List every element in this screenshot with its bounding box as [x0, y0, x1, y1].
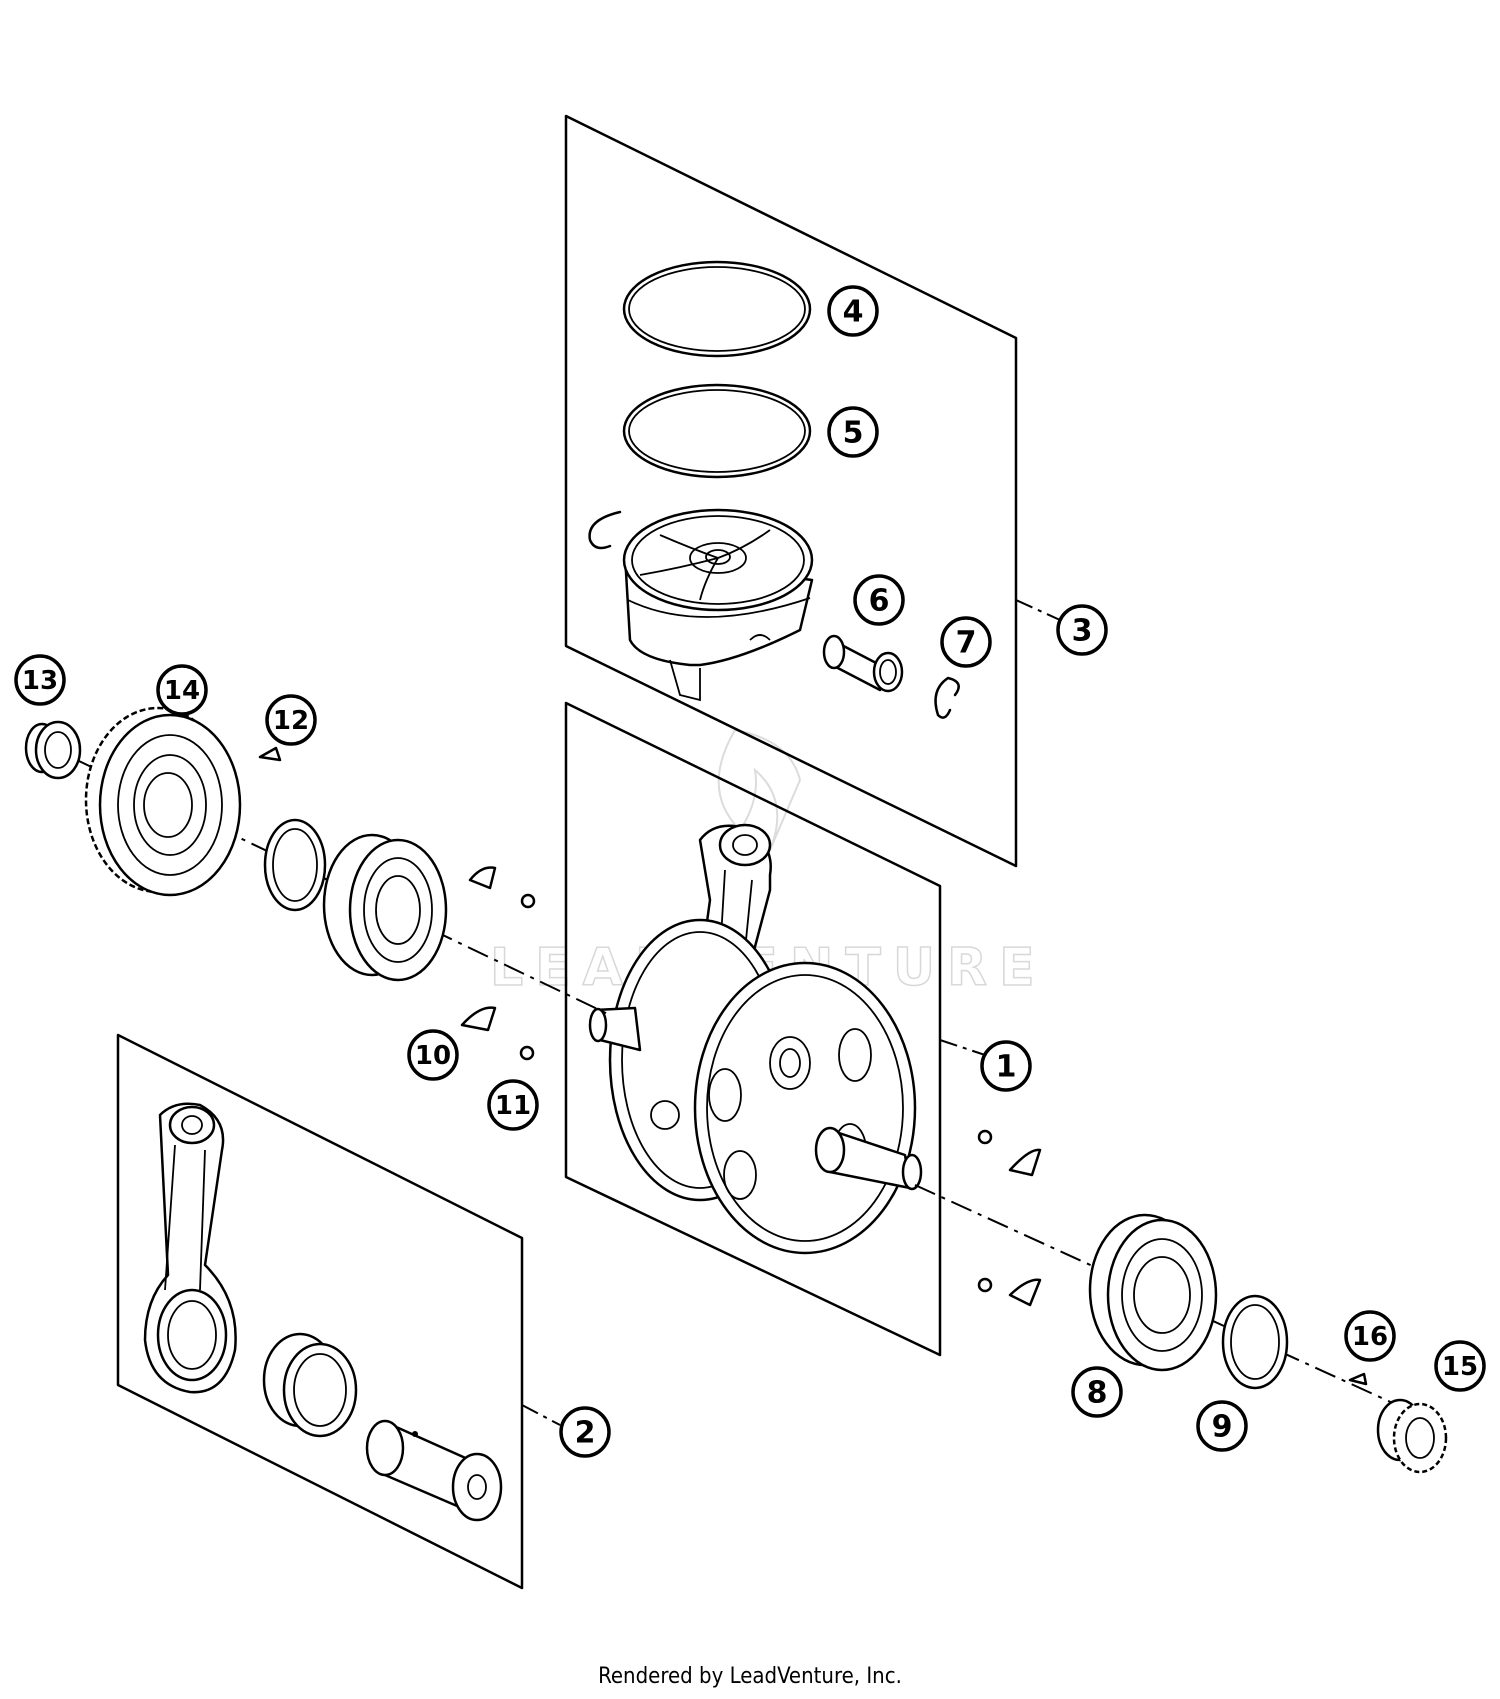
- shim-ring-right-icon: [1221, 1294, 1289, 1390]
- callout-2[interactable]: 2: [559, 1406, 611, 1458]
- crank-pin-icon: [365, 1419, 503, 1522]
- leader-2: [521, 1404, 561, 1426]
- ball-bearing-right-icon: [1088, 1213, 1218, 1372]
- callout-11-label: 11: [495, 1091, 531, 1121]
- weight-screw-right-upper-icon: [977, 1129, 993, 1145]
- crank-shaft-left-icon: [588, 1006, 642, 1052]
- conrod-kit-panel: [116, 1033, 561, 1590]
- ball-bearing-left-icon: [322, 833, 448, 982]
- conrod-kit-frame: [116, 1033, 524, 1590]
- callout-7-label: 7: [956, 626, 977, 661]
- callout-3-label: 3: [1072, 614, 1093, 649]
- callout-3[interactable]: 3: [1056, 604, 1108, 656]
- balance-weight-right-lower-icon: [1008, 1278, 1042, 1307]
- callout-13-label: 13: [22, 666, 58, 696]
- callout-8-label: 8: [1087, 1376, 1108, 1411]
- callout-1-label: 1: [996, 1050, 1017, 1085]
- crank-web-right-icon: [693, 961, 917, 1255]
- callout-16[interactable]: 16: [1344, 1310, 1396, 1362]
- callout-4-label: 4: [843, 295, 864, 330]
- weight-screw-right-lower-icon: [977, 1277, 993, 1293]
- piston-pin-icon: [822, 634, 904, 693]
- shim-ring-left-icon: [263, 818, 327, 912]
- callout-7[interactable]: 7: [940, 616, 992, 668]
- weight-screw-icon: [519, 1045, 535, 1061]
- crankshaft-panel: [564, 701, 986, 1357]
- leader-3: [1015, 599, 1061, 621]
- callout-12[interactable]: 12: [265, 694, 317, 746]
- piston-icon: [622, 508, 814, 702]
- footer-credit: Rendered by LeadVenture, Inc.: [598, 1664, 902, 1689]
- conrod-bearing-icon: [262, 1332, 358, 1438]
- nut-icon: [24, 720, 82, 780]
- callout-15[interactable]: 15: [1434, 1340, 1486, 1392]
- callout-8[interactable]: 8: [1071, 1366, 1123, 1418]
- callout-14-label: 14: [164, 676, 200, 706]
- piston-kit-panel: [564, 114, 1061, 868]
- callout-1[interactable]: 1: [980, 1040, 1032, 1092]
- callout-10[interactable]: 10: [407, 1029, 459, 1081]
- balance-weight-icon: [460, 1006, 497, 1032]
- crankshaft-frame: [564, 701, 942, 1357]
- circlip-left-icon: [588, 510, 622, 550]
- callout-15-label: 15: [1442, 1352, 1478, 1382]
- conrod-icon: [143, 1102, 237, 1394]
- callout-12-label: 12: [273, 706, 309, 736]
- callout-5[interactable]: 5: [827, 406, 879, 458]
- piston-kit-frame: [564, 114, 1018, 868]
- leader-1: [939, 1039, 986, 1056]
- balance-weight-right-upper-icon: [1008, 1148, 1042, 1177]
- piston-ring-top-icon: [622, 260, 812, 358]
- circlip-right-icon: [934, 676, 960, 719]
- timing-gear-icon: [1376, 1398, 1448, 1474]
- woodruff-key-small-icon: [1348, 1372, 1368, 1386]
- callout-10-label: 10: [415, 1041, 451, 1071]
- callout-9[interactable]: 9: [1196, 1400, 1248, 1452]
- callout-6[interactable]: 6: [853, 574, 905, 626]
- callout-11[interactable]: 11: [487, 1079, 539, 1131]
- woodruff-key-icon: [258, 746, 282, 762]
- callout-5-label: 5: [843, 416, 864, 451]
- callout-6-label: 6: [869, 584, 890, 619]
- callout-4[interactable]: 4: [827, 285, 879, 337]
- crank-shaft-right-icon: [814, 1126, 923, 1191]
- weight-screw-upper-icon: [520, 893, 536, 909]
- callout-9-label: 9: [1212, 1410, 1233, 1445]
- callout-13[interactable]: 13: [14, 654, 66, 706]
- callout-2-label: 2: [575, 1416, 596, 1451]
- primary-gear-icon: [84, 706, 242, 897]
- left-center-axis: [34, 739, 611, 1016]
- balance-weight-upper-icon: [468, 866, 497, 890]
- piston-ring-second-icon: [622, 383, 812, 479]
- callout-14[interactable]: 14: [156, 664, 208, 716]
- callout-16-label: 16: [1352, 1322, 1388, 1352]
